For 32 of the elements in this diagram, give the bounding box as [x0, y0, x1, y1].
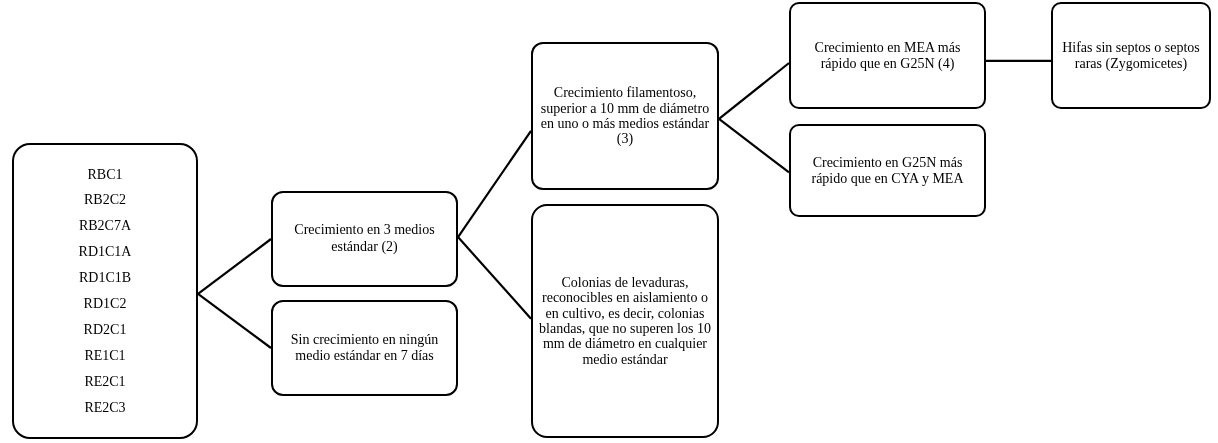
rounded-box — [271, 300, 458, 396]
connector-line — [197, 238, 272, 295]
node-text: RBC1 — [87, 165, 123, 184]
rounded-box — [12, 143, 198, 439]
rounded-box — [531, 204, 719, 438]
connector-line — [457, 236, 532, 320]
connector-line — [197, 293, 272, 349]
rounded-box — [789, 2, 986, 109]
node-text: RE1C1 — [84, 346, 126, 365]
connector-line — [718, 118, 790, 174]
node-text: Crecimiento filamentoso, superior a 10 mm de diámetro en uno o más medios estándar (3) — [539, 85, 711, 147]
node-text: Crecimiento en MEA más rápido que en G25N (4) — [813, 40, 962, 71]
node-text: Sin crecimiento en ningún medio estándar en 7 días — [289, 331, 440, 365]
connector-line — [986, 59, 1051, 62]
rounded-box — [789, 124, 986, 217]
connector-line — [457, 130, 532, 238]
node-text: Crecimiento en 3 medios estándar (2) — [293, 222, 436, 256]
rounded-box — [531, 42, 719, 190]
node-text: RD2C1 — [83, 320, 127, 339]
connector-line — [718, 62, 790, 120]
node-text: RE2C3 — [84, 398, 126, 417]
rounded-box — [1051, 2, 1211, 109]
node-text: RD1C1A — [78, 243, 132, 262]
node-text: RD1C1B — [78, 269, 132, 288]
rounded-box — [271, 191, 458, 287]
node-text: RB2C7A — [78, 217, 132, 236]
node-text: RD1C2 — [83, 295, 127, 313]
node-text: Colonias de levaduras, reconocibles en aislamiento o en cultivo, es decir, colonias blandas, que no superen los 10 mm de diámetro en cualquier medio estándar — [539, 274, 711, 368]
node-text: RE2C1 — [84, 372, 126, 391]
node-text: Crecimiento en G25N más rápido que en CYA y MEA — [810, 155, 965, 186]
node-text: Hifas sin septos o septos raras (Zygomicetes) — [1061, 40, 1201, 71]
node-text: RB2C2 — [84, 191, 126, 210]
